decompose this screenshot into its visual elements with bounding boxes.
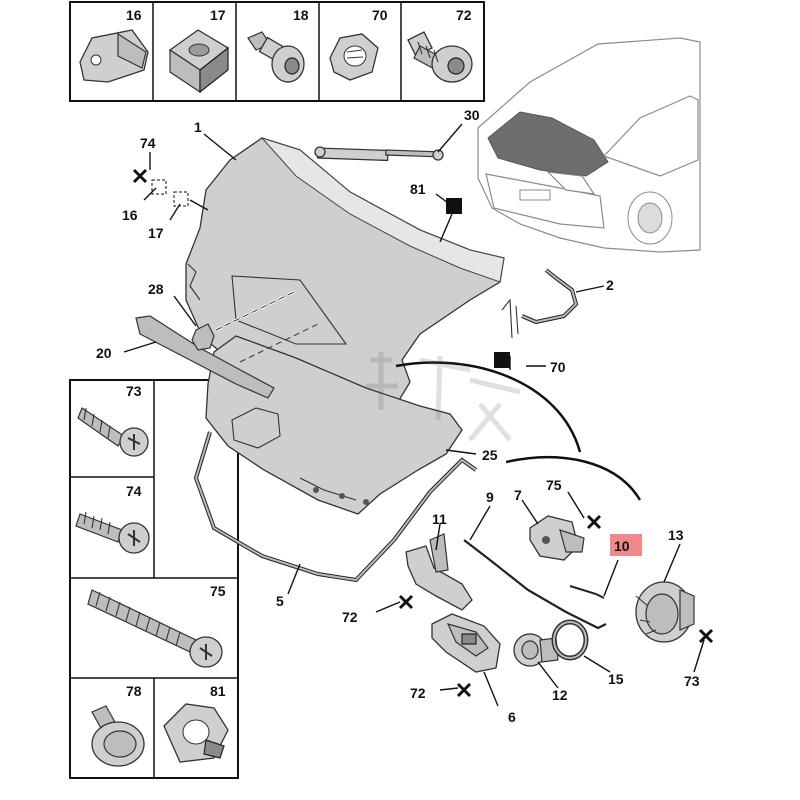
callout-numbers: 1 2 5 6 7 9 10 11 12 13 15 16 17 20 25 2… [96,107,700,725]
flange-torx-screw-icon [75,511,150,554]
left-parts-inset: 73 74 75 78 81 [69,379,239,779]
handle-housing [635,581,695,643]
callout-75: 75 [546,477,562,493]
callout-12: 12 [552,687,568,703]
hinge-bracket [405,533,473,611]
bump-stop-icon [247,31,305,83]
alignment-dashed-lines [215,290,319,363]
hex-nut-icon [329,33,379,81]
faint-watermark-strokes [366,352,521,442]
callout-72-latch: 72 [410,685,426,701]
cross-marker-icon [398,594,414,610]
callout-9: 9 [486,489,494,505]
leader-lines [123,123,705,707]
long-self-tapping-screw-icon [87,589,223,668]
part-10-highlight [610,534,642,556]
trunk-trim-strip [135,315,275,399]
release-cable-arc [395,361,642,501]
filled-square-marker-icon [446,198,462,214]
cross-marker-icon [456,682,472,698]
callout-1: 1 [194,119,202,135]
callout-5: 5 [276,593,284,609]
callout-16: 16 [122,207,138,223]
left-inset-label-81: 81 [210,683,226,699]
car-rear-view-thumbnail [477,37,701,253]
callout-70: 70 [550,359,566,375]
cage-nut-icon [163,703,229,763]
callout-6: 6 [508,709,516,725]
trunk-weatherstrip-seal [193,431,478,583]
callout-72-hinge: 72 [342,609,358,625]
cross-marker-icon [586,514,602,530]
cross-marker-icon [132,168,148,184]
trunk-lid-panel [185,136,505,413]
top-parts-inset: 16 17 18 70 72 [69,1,485,102]
left-inset-label-75: 75 [210,583,226,599]
top-inset-label-18: 18 [293,7,309,23]
cross-marker-icon [698,628,714,644]
dashed-square-marker-icon [151,179,189,207]
filled-square-marker-icon [494,352,510,368]
callout-2: 2 [606,277,614,293]
callout-30: 30 [464,107,480,123]
hinge-torsion-rod [501,268,579,339]
callout-10: 10 [614,538,630,554]
callout-73: 73 [684,673,700,689]
brand-emblem [191,323,215,351]
callout-20: 20 [96,345,112,361]
latch-release-unit [431,613,501,673]
lock-actuating-rod [463,539,607,630]
top-inset-label-70: 70 [372,7,388,23]
callout-15: 15 [608,671,624,687]
trunk-lock-latch [529,515,585,561]
trunk-inner-panel [205,335,463,515]
lock-cylinder [513,633,559,667]
callout-17: 17 [148,225,164,241]
gas-strut [314,146,444,162]
clip-bracket-icon [79,29,149,83]
square-pad-icon [168,29,230,94]
push-clip-icon [91,705,145,767]
callout-25: 25 [482,447,498,463]
torx-screw-icon [77,407,149,457]
top-inset-label-72: 72 [456,7,472,23]
left-inset-label-78: 78 [126,683,142,699]
callout-81: 81 [410,181,426,197]
callout-13: 13 [668,527,684,543]
callout-28: 28 [148,281,164,297]
flange-screw-icon [407,31,473,83]
top-inset-label-17: 17 [210,7,226,23]
cylinder-seal-ring [551,619,589,661]
left-inset-label-73: 73 [126,383,142,399]
callout-74: 74 [140,135,156,151]
top-inset-frame [69,1,485,102]
callout-11: 11 [432,511,447,527]
left-inset-label-74: 74 [126,483,142,499]
callout-7: 7 [514,487,522,503]
top-inset-label-16: 16 [126,7,142,23]
